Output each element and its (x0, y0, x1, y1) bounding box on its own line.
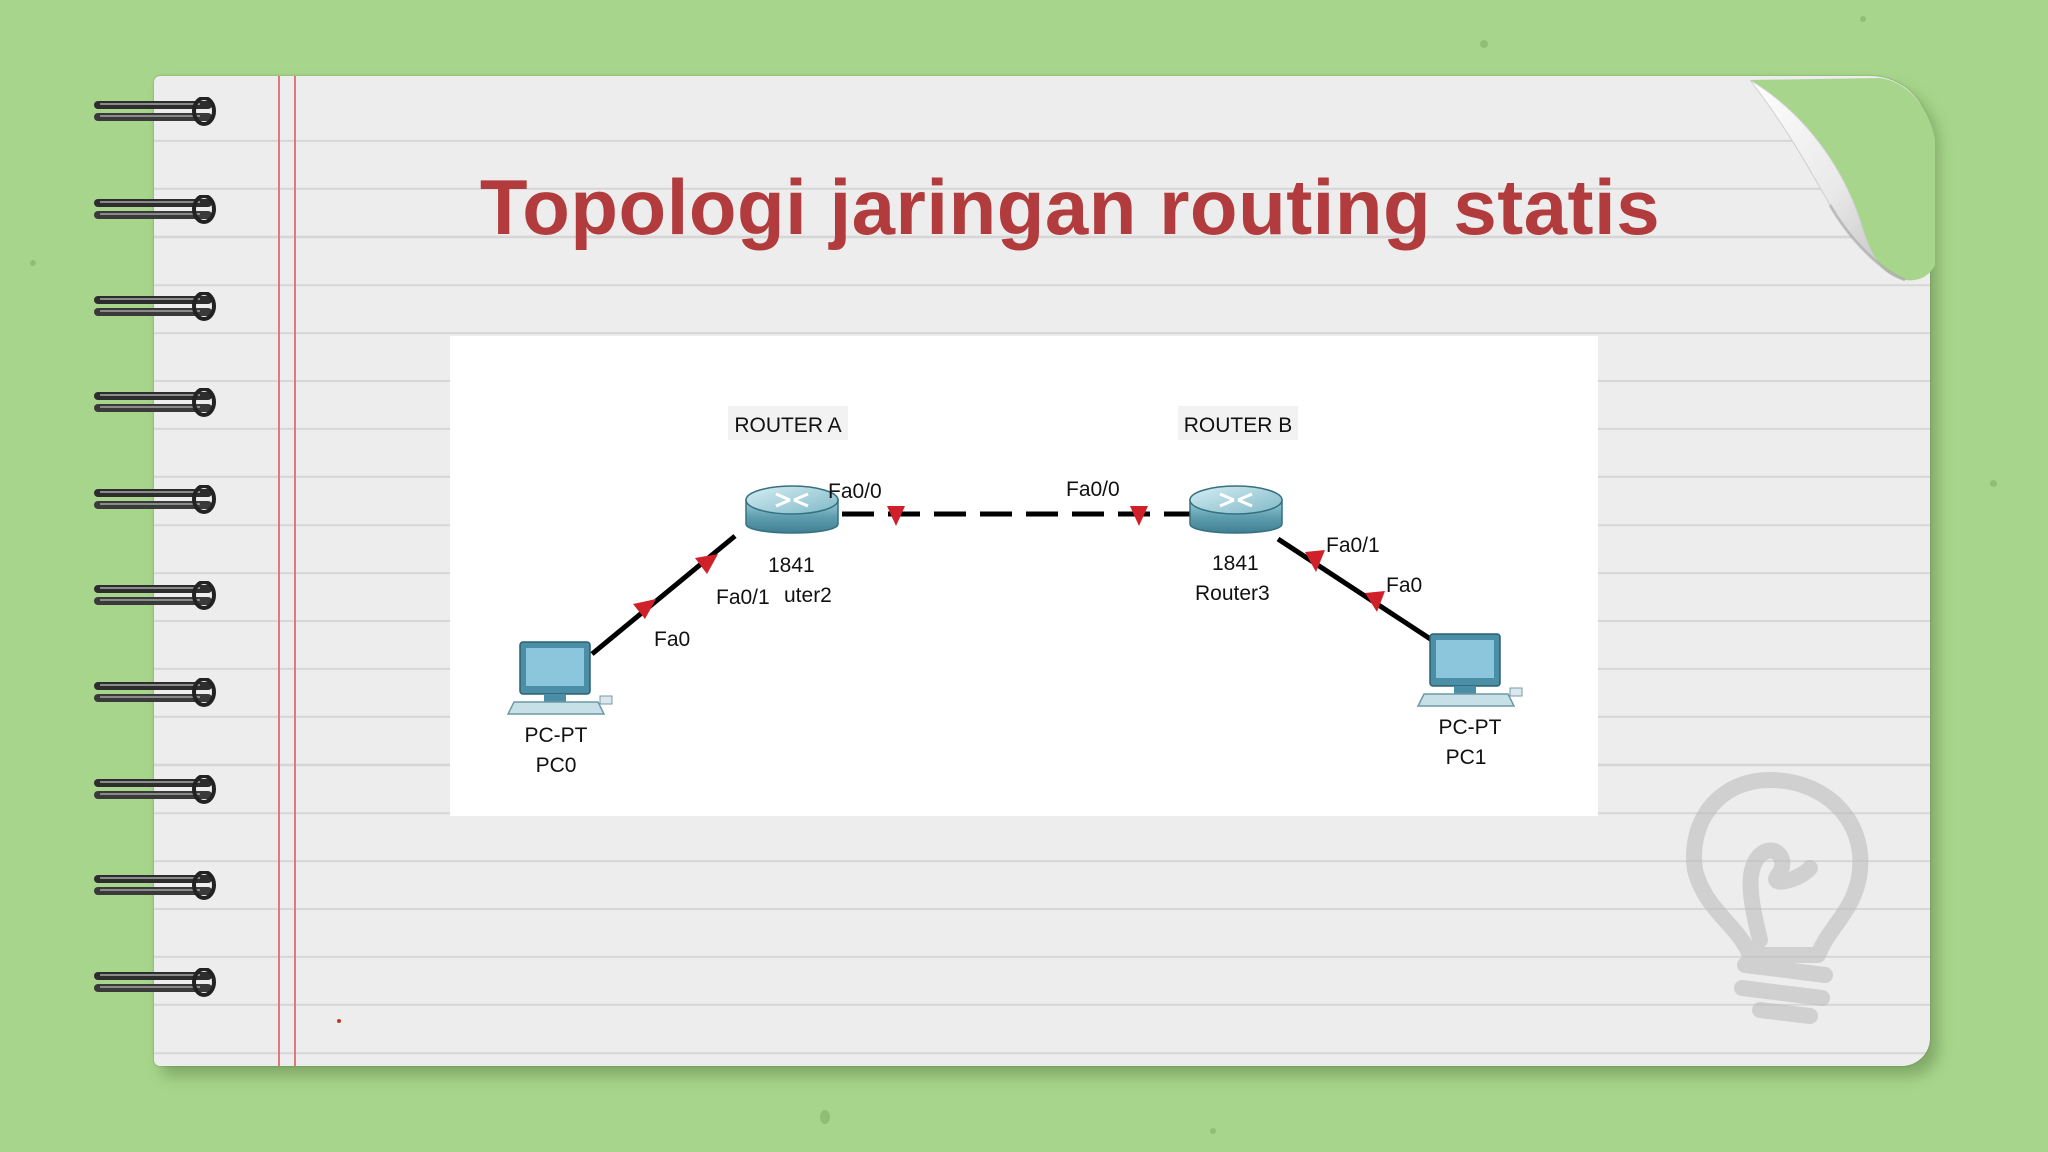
spiral-ring-icon (94, 292, 216, 321)
background-speck (820, 1110, 830, 1124)
background-speck (1210, 1128, 1216, 1134)
router-b-header: ROUTER B (1184, 414, 1293, 437)
router-a-header: ROUTER A (734, 414, 841, 437)
topology-diagram: ROUTER A Fa0/0 1841 Fa0/1 uter2 ROUTER B… (450, 336, 1598, 816)
pc1-name: PC1 (1446, 746, 1487, 769)
router-a-model: 1841 (768, 554, 815, 577)
background-speck (1860, 16, 1866, 22)
router-icon[interactable] (1189, 485, 1283, 534)
router-a-lan-interface: Fa0/1 (716, 586, 770, 609)
link-router-b-pc1 (1276, 536, 1437, 645)
spiral-ring-icon (94, 678, 216, 707)
spiral-ring-icon (94, 968, 216, 997)
router-b-name: Router3 (1195, 582, 1270, 605)
link-marker (695, 554, 718, 574)
spiral-ring-icon (94, 581, 216, 610)
topology-canvas: ROUTER A Fa0/0 1841 Fa0/1 uter2 ROUTER B… (506, 406, 1523, 777)
red-dot-mark (337, 1019, 341, 1023)
spiral-ring-icon (94, 97, 216, 126)
spiral-ring-icon (94, 871, 216, 900)
router-b-model: 1841 (1212, 552, 1259, 575)
pc1-interface: Fa0 (1386, 574, 1422, 597)
page-curl-icon (1749, 78, 1935, 282)
background-speck (30, 260, 36, 266)
pc-icon[interactable] (506, 641, 613, 715)
pc1-type: PC-PT (1439, 716, 1502, 739)
router-a-name: uter2 (784, 584, 832, 607)
spiral-ring-icon (94, 775, 216, 804)
pc0-type: PC-PT (525, 724, 588, 747)
page-margin-lines (278, 76, 296, 1066)
router-a-wan-interface: Fa0/0 (828, 480, 882, 503)
router-b-header-bg (1178, 406, 1298, 440)
spiral-ring-icon (94, 388, 216, 417)
router-b-wan-interface: Fa0/0 (1066, 478, 1120, 501)
slide-title: Topologi jaringan routing statis (479, 163, 1661, 251)
link-marker (1130, 506, 1148, 526)
pc0-name: PC0 (536, 754, 577, 777)
pc0-interface: Fa0 (654, 628, 690, 651)
spiral-ring-icon (94, 195, 216, 224)
link-marker (1365, 591, 1385, 612)
link-marker (887, 506, 905, 526)
lightbulb-icon (1686, 772, 1869, 1024)
background-speck (1990, 480, 1997, 487)
router-b-lan-interface: Fa0/1 (1326, 534, 1380, 557)
pc-icon[interactable] (1416, 633, 1523, 707)
router-a-header-bg (728, 406, 848, 440)
link-marker (633, 599, 656, 619)
spiral-ring-icon (94, 485, 216, 514)
router-icon[interactable] (745, 485, 839, 534)
background-speck (1480, 40, 1488, 48)
link-marker (1305, 550, 1325, 572)
